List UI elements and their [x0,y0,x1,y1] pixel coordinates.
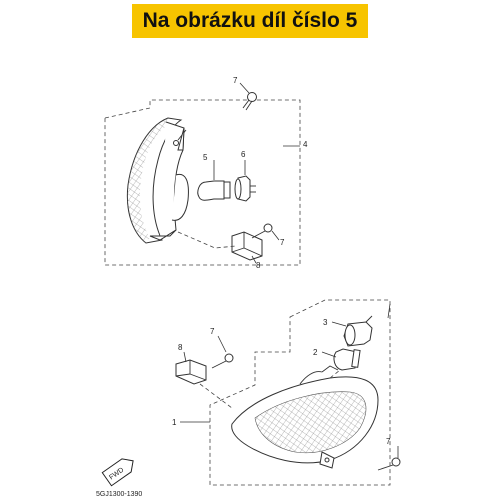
upper-bracket-leader [251,255,257,264]
lower-screw-left-callout: 7 [210,327,215,336]
lower-screw-top-leader [387,303,391,319]
upper-assembly-callout: 4 [303,140,308,149]
lower-bulb-callout: 2 [313,348,318,357]
upper-bracket-dashed-guide [177,231,237,249]
lower-dashed-guide-left [199,383,233,409]
lower-bracket-leader [183,351,187,363]
title-banner-box: Na obrázku díl číslo 5 [132,4,368,38]
lower-screw-left-leader [217,335,227,353]
lower-screw-left-part [211,353,234,369]
title-banner: Na obrázku díl číslo 5 [0,0,500,44]
lower-socket-part [343,315,373,347]
lower-assembly-dashed-frame [209,299,391,486]
upper-socket-part [234,175,256,202]
upper-socket-callout: 6 [241,150,246,159]
lower-screw-right-callout: 7 [386,437,391,446]
lower-screw-right-part [377,457,401,471]
lower-bracket-part [175,359,207,385]
diagram-code: 5GJ1300-1390 [96,491,142,498]
upper-screw-leader [271,230,280,241]
upper-screw-part [251,223,273,239]
lower-socket-callout: 3 [323,318,328,327]
fwd-arrow-icon: FWD [101,458,134,487]
upper-bolt-callout: 7 [233,76,238,85]
upper-bolt-leader [239,82,250,94]
upper-screw-callout: 7 [280,238,285,247]
upper-turn-signal-housing [126,117,189,244]
title-banner-text: Na obrázku díl číslo 5 [142,9,358,32]
upper-bulb-part [197,180,231,201]
upper-bracket-part [231,231,263,261]
upper-bracket-callout: 8 [256,261,261,270]
lower-assembly-callout: 1 [172,418,177,427]
lower-bracket-callout: 8 [178,343,183,352]
upper-assembly-dashed-frame [104,99,301,266]
lower-bulb-part [333,348,361,371]
lower-dashed-guide-right [329,369,341,379]
lower-bulb-leader [321,351,337,358]
lower-socket-leader [331,321,347,327]
upper-bolt-part [242,92,257,111]
upper-bulb-callout: 5 [203,153,208,162]
lower-turn-signal-housing [231,365,379,469]
